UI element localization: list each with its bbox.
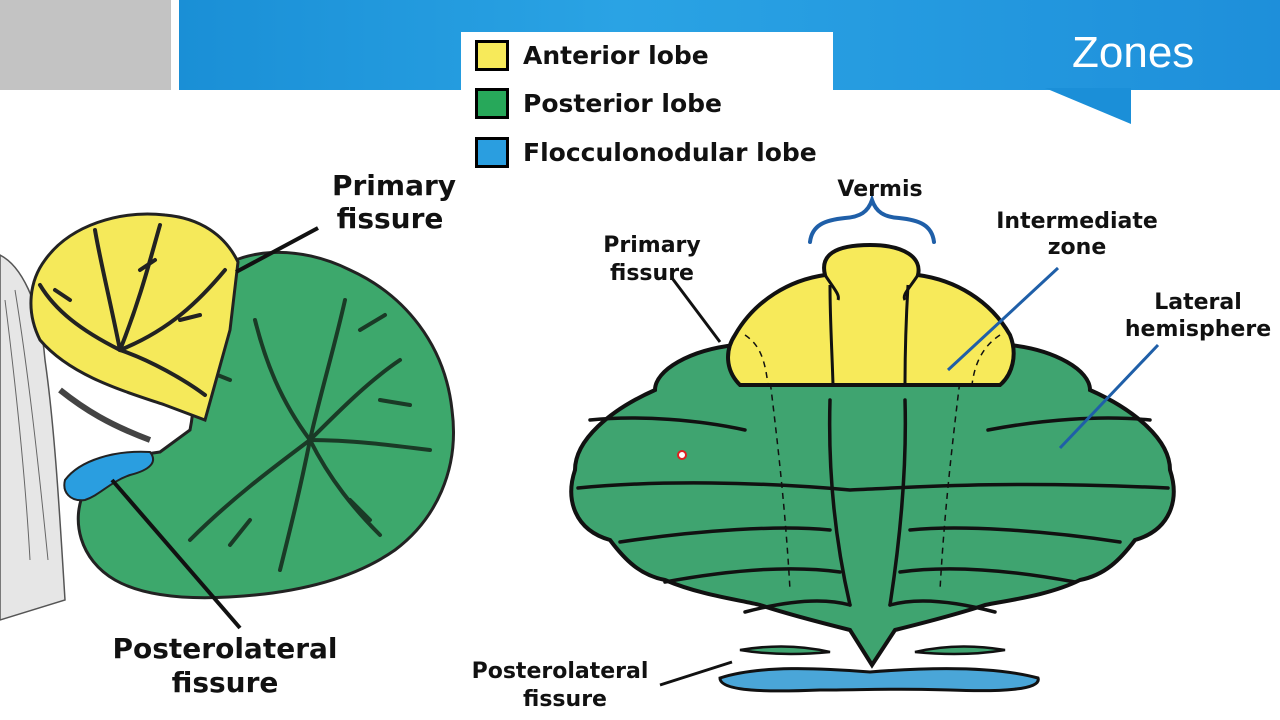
- vermis-brace: [808, 193, 936, 244]
- right-primary-label-1: Primary: [603, 233, 700, 258]
- left-posterolateral-label-1: Posterolateral: [112, 632, 337, 665]
- brainstem: [0, 254, 66, 621]
- left-primary-label-1: Primary: [332, 169, 456, 202]
- intermediate-zone-pointer: [946, 266, 1060, 372]
- legend-item-posterior: Posterior lobe: [475, 83, 722, 123]
- left-sagittal-section: [0, 212, 455, 630]
- legend-label-posterior: Posterior lobe: [523, 88, 722, 118]
- legend-item-anterior: Anterior lobe: [475, 35, 709, 75]
- legend-swatch-posterior: [475, 87, 509, 119]
- posterior-lobe-right: [569, 342, 1176, 669]
- right-posterolateral-label-2: fissure: [523, 687, 607, 712]
- left-posterolateral-label-2: fissure: [172, 666, 279, 699]
- primary-fissure-pointer-right: [670, 277, 722, 343]
- lateral-hemisphere-pointer: [1058, 343, 1160, 450]
- vermis-label: Vermis: [837, 177, 922, 202]
- legend: Anterior lobe Posterior lobe Flocculonod…: [461, 32, 833, 168]
- primary-fissure-pointer-left: [235, 226, 319, 274]
- posterolateral-fissure-pointer-right: [659, 660, 733, 687]
- legend-swatch-flocculonodular: [475, 136, 509, 168]
- lateral-hemisphere-label-2: hemisphere: [1125, 317, 1271, 342]
- flocculonodular-lobe-left: [63, 450, 155, 502]
- gray-corner-block: [0, 0, 171, 90]
- right-primary-label-2: fissure: [610, 261, 694, 286]
- lateral-hemisphere-label-1: Lateral: [1154, 290, 1242, 315]
- posterolateral-fissure-pointer-left: [110, 478, 242, 630]
- intermediate-zone-label-2: zone: [1048, 235, 1107, 260]
- left-primary-label-2: fissure: [337, 202, 444, 235]
- anterior-lobe-left: [29, 212, 240, 422]
- anterior-lobe-right: [726, 242, 1016, 387]
- legend-swatch-anterior: [475, 39, 509, 71]
- nodulus-fragments: [739, 645, 1006, 656]
- flocculonodular-lobe-right: [718, 667, 1040, 693]
- slide-title: Zones: [1072, 28, 1195, 77]
- right-dorsal-view: [569, 193, 1176, 693]
- legend-label-flocculonodular: Flocculonodular lobe: [523, 137, 817, 167]
- right-posterolateral-label-1: Posterolateral: [472, 659, 649, 684]
- cursor-dot: [677, 450, 687, 460]
- intermediate-zone-label-1: Intermediate: [996, 209, 1158, 234]
- legend-item-flocculonodular: Flocculonodular lobe: [475, 132, 817, 172]
- legend-label-anterior: Anterior lobe: [523, 40, 709, 70]
